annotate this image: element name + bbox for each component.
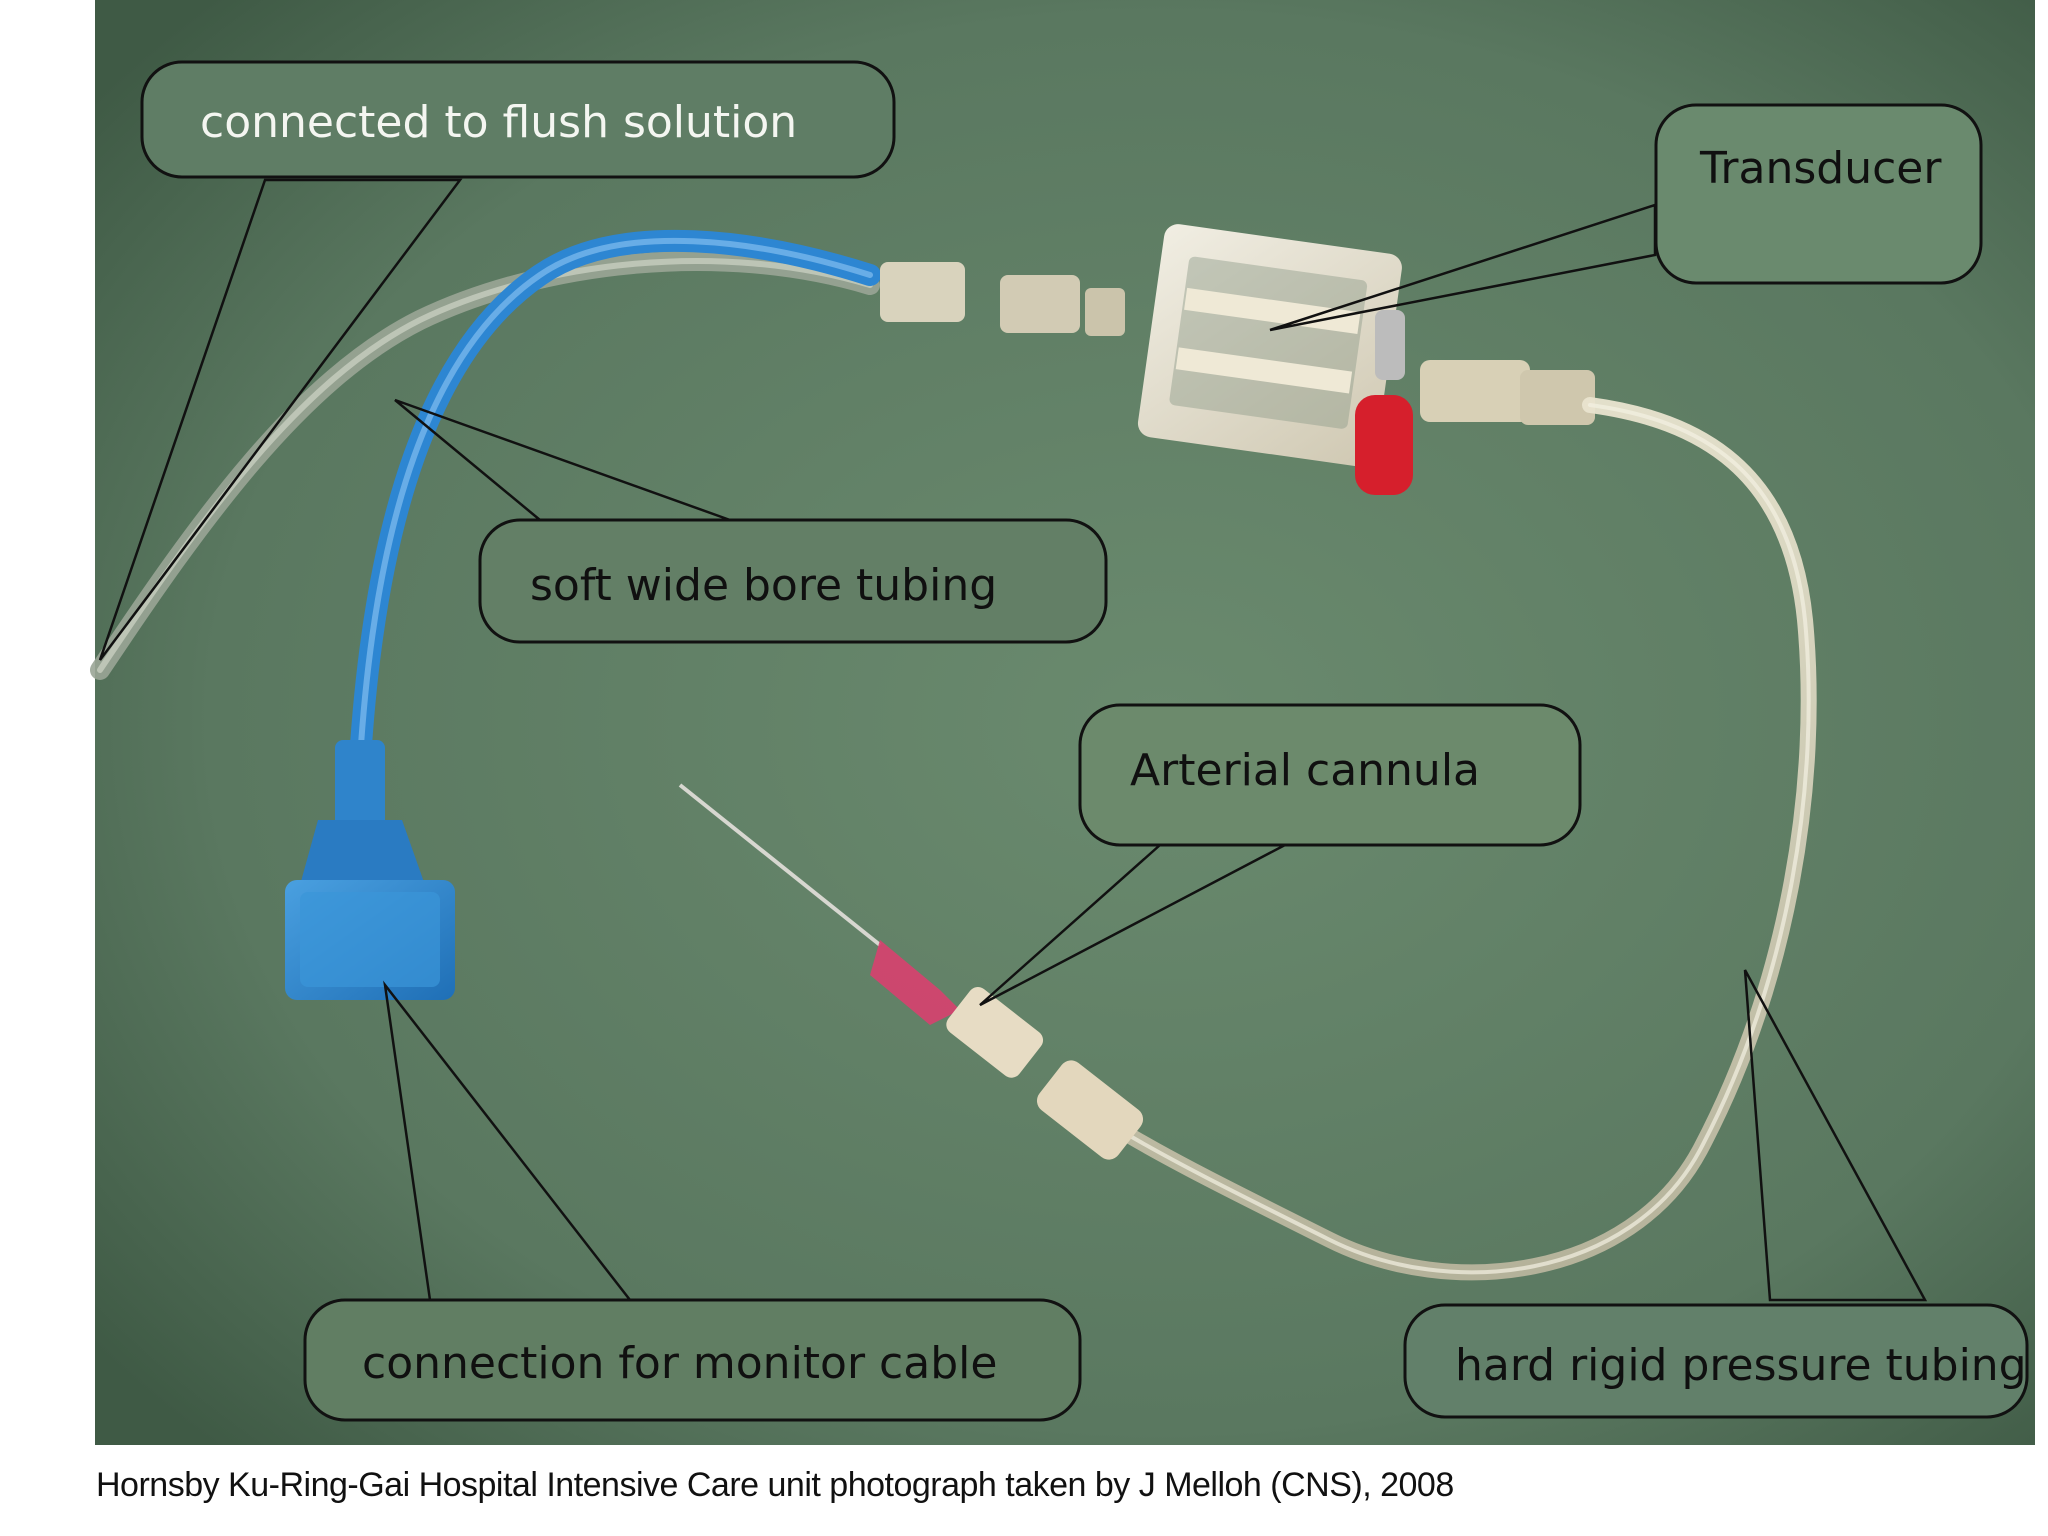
callout-transducer: Transducer [1269, 103, 1983, 332]
transducer [1137, 224, 1413, 495]
callout-cannula: Arterial cannula [979, 703, 1582, 1007]
outlet-connectors [1420, 360, 1595, 425]
callout-flush: connected to flush solution [98, 60, 896, 661]
label-flush: connected to flush solution [200, 97, 797, 148]
callout-monitor-cable: connection for monitor cable [303, 980, 1082, 1422]
monitor-cable-connector [285, 740, 455, 1000]
label-soft-tubing: soft wide bore tubing [530, 560, 997, 611]
photo-caption: Hornsby Ku-Ring-Gai Hospital Intensive C… [96, 1466, 1454, 1504]
callout-soft-tubing: soft wide bore tubing [394, 398, 1108, 644]
callout-rigid-tubing: hard rigid pressure tubing [1403, 969, 2029, 1419]
luer-connectors [880, 262, 1125, 336]
label-rigid-tubing: hard rigid pressure tubing [1455, 1340, 2027, 1391]
label-transducer: Transducer [1699, 143, 1942, 194]
label-monitor-cable: connection for monitor cable [362, 1338, 997, 1389]
arterial-cannula [678, 783, 1144, 1160]
label-cannula: Arterial cannula [1130, 745, 1480, 796]
